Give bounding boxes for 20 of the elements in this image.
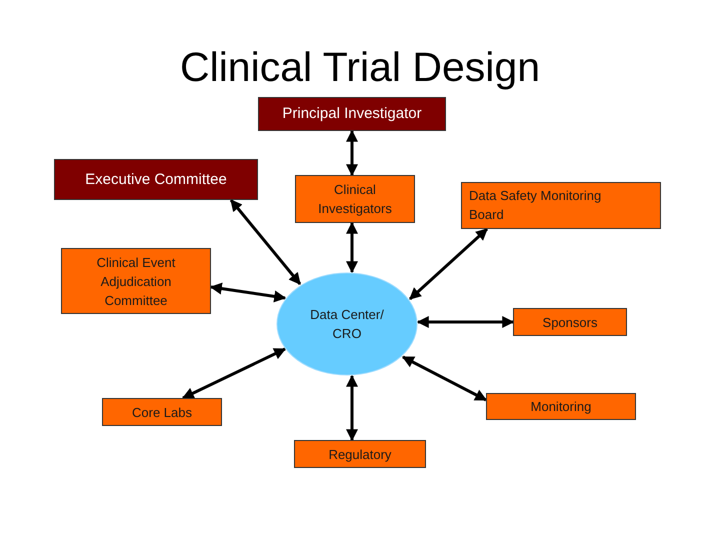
title: Clinical Trial Design [178, 43, 541, 92]
double-arrow [409, 228, 488, 300]
process-box: Clinical Event Adjudication Committee [61, 248, 211, 314]
double-arrow [346, 222, 358, 274]
heading-box: Executive Committee [54, 159, 258, 200]
process-box: Monitoring [486, 393, 636, 420]
process-box: Clinical Investigators [295, 175, 415, 223]
double-arrow [230, 199, 302, 285]
process-box: Regulatory [294, 440, 426, 468]
double-arrow [346, 130, 358, 176]
process-box: Data Safety Monitoring Board [461, 182, 661, 229]
process-box: Core Labs [102, 398, 222, 426]
process-box: Sponsors [513, 308, 627, 336]
ellipse-node: Data Center/ CRO [276, 272, 418, 376]
double-arrow [182, 348, 286, 400]
double-arrow [210, 282, 286, 302]
double-arrow [346, 374, 358, 442]
heading-box: Principal Investigator [258, 97, 446, 131]
double-arrow [402, 356, 488, 402]
double-arrow [416, 316, 514, 328]
